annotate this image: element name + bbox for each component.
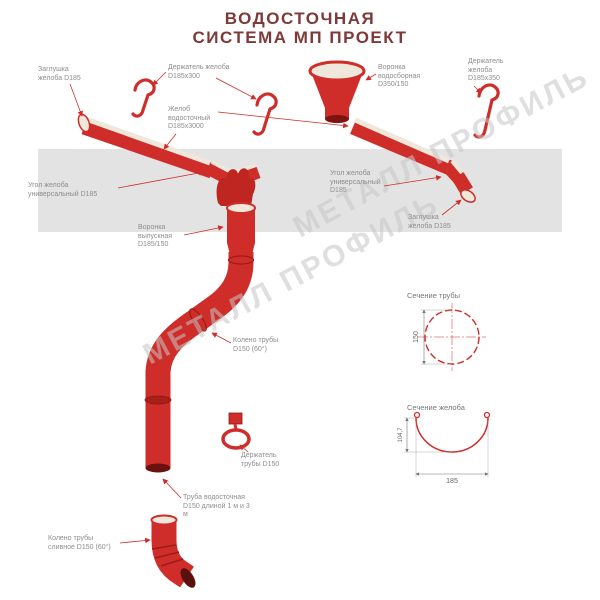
label-pipe-holder: Держатель трубы D150 [241, 452, 280, 468]
downpipe-assembly [144, 249, 255, 473]
pipe-section-title: Сечение трубы [407, 291, 461, 300]
gutter-width-dimension: 185 [446, 478, 458, 485]
label-drain-elbow: Колено трубы сливное D150 (60°) [48, 535, 111, 551]
label-gutter-holder-350: Держатель желоба D185х350 [468, 58, 504, 82]
gutter-hook-icon [473, 83, 500, 139]
label-gutter: Желоб водосточный D185х3000 [168, 106, 211, 130]
page-title: ВОДОСТОЧНАЯ СИСТЕМА МП ПРОЕКТ [0, 9, 600, 47]
gutter-height-dimension: 104,7 [398, 427, 404, 443]
label-outlet-funnel: Воронка выпускная D185/150 [138, 224, 173, 248]
gutter-right [350, 117, 453, 175]
leader-lines [69, 71, 482, 544]
page-title-line1: ВОДОСТОЧНАЯ [224, 9, 376, 28]
pipe-open-end [145, 463, 171, 473]
drain-elbow-illustration [150, 514, 196, 588]
gutter-hook-icon [252, 92, 278, 136]
gutter-holder-hooks [131, 78, 500, 139]
gutter-hook-icon [131, 78, 156, 118]
gutter-section-diagram: 185 104,7 [398, 411, 491, 485]
label-downpipe: Труба водосточная D150 длиной 1 м и 3 м [183, 494, 250, 518]
label-end-cap-left: Заглушка желоба D185 [38, 66, 81, 82]
end-cap-right-illustration [460, 189, 476, 203]
outlet-funnel-clamp [216, 168, 256, 206]
pipe-holder-illustration [221, 412, 251, 450]
gutter-left [77, 113, 215, 179]
pipe-section-diagram: 150 [413, 303, 486, 371]
label-corner-left: Угол желоба универсальный D185 [28, 182, 98, 198]
label-pipe-elbow: Колено трубы D150 (60°) [233, 337, 279, 353]
gutter-corner-right [442, 159, 476, 203]
label-collector-funnel: Воронка водосборная D350/150 [378, 64, 421, 88]
pipe-collar [144, 395, 172, 405]
end-cap-left-illustration [77, 113, 91, 133]
label-gutter-holder-300: Держатель желоба D185х300 [168, 64, 230, 80]
label-end-cap-right: Заглушка желоба D185 [408, 214, 451, 230]
outlet-funnel-illustration [216, 168, 256, 258]
page-title-line2: СИСТЕМА МП ПРОЕКТ [192, 28, 408, 47]
gutter-section-title: Сечение желоба [407, 403, 465, 412]
pipe-diameter-dimension: 150 [413, 331, 420, 343]
roof-band [38, 149, 562, 232]
label-corner-right: Угол желоба универсальный D185 [330, 170, 381, 194]
collector-funnel-illustration [308, 60, 366, 123]
